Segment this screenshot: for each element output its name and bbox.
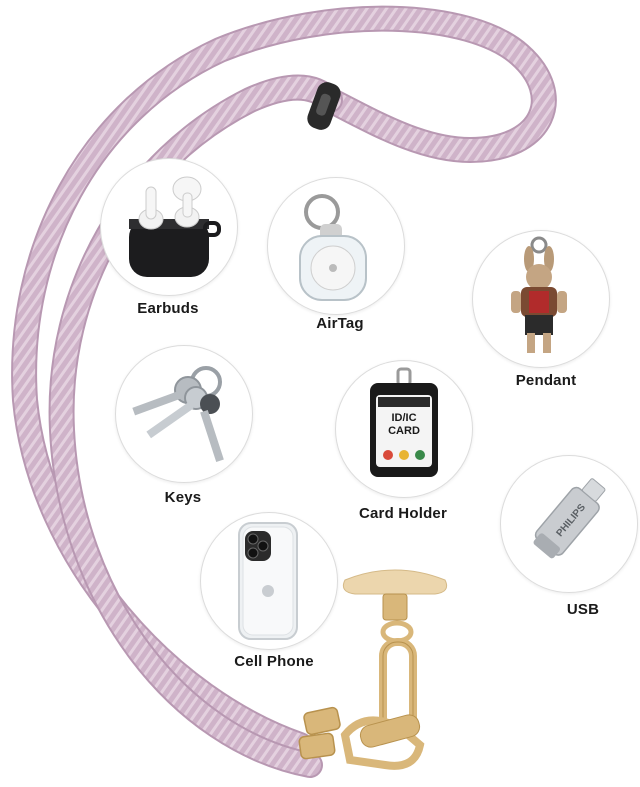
- usb-label: USB: [566, 601, 600, 618]
- keys-bubble: [115, 345, 253, 483]
- airtag-bubble: [267, 177, 405, 315]
- pendant-label: Pendant: [515, 372, 577, 389]
- cell-phone-label: Cell Phone: [234, 653, 314, 670]
- airtag-label: AirTag: [316, 315, 364, 332]
- strap-end-caps-icon: [298, 706, 341, 760]
- earbuds-label: Earbuds: [137, 300, 199, 317]
- strap-slider-icon: [307, 82, 341, 130]
- card-text-line1: ID/IC: [391, 412, 416, 424]
- earbuds-icon: [129, 176, 221, 277]
- pendant-icon: [511, 236, 567, 353]
- card-holder-label: Card Holder: [358, 505, 448, 522]
- usb-drive-icon: PHILIPS: [533, 478, 606, 559]
- cell-phone-icon: [238, 522, 298, 640]
- card-holder-bubble: ID/IC CARD: [335, 360, 473, 498]
- card-text-line2: CARD: [388, 425, 420, 437]
- tether-hook-icon: [340, 569, 448, 770]
- keys-label: Keys: [164, 489, 202, 506]
- card-holder-icon: ID/IC CARD: [370, 367, 438, 477]
- cell-phone-bubble: [200, 512, 338, 650]
- pendant-bubble: [472, 230, 610, 368]
- keys-icon: [132, 366, 224, 462]
- earbuds-bubble: [100, 158, 238, 296]
- airtag-icon: [299, 194, 367, 301]
- usb-bubble: PHILIPS: [500, 455, 638, 593]
